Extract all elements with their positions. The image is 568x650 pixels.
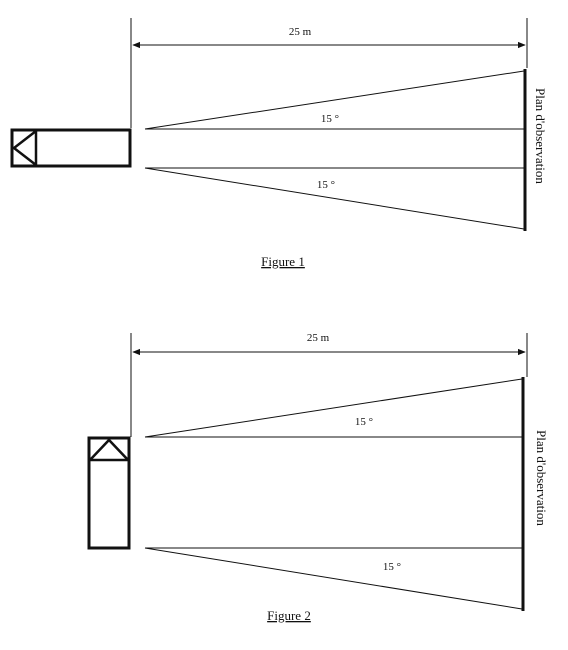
figure-2: 25 m 15 ° 15 ° Plan d'observation Figure… (87, 332, 549, 623)
figure-1: 25 m 15 ° 15 ° Plan d'observation Figure… (10, 18, 548, 269)
fig2-caption: Figure 2 (267, 608, 311, 623)
fig2-lower-sightline (144, 547, 523, 610)
fig2-upper-sightline (144, 378, 523, 438)
fig1-caption: Figure 1 (261, 254, 305, 269)
fig2-plane-label: Plan d'observation (534, 430, 549, 526)
fig1-upper-sightline (144, 70, 525, 130)
fig1-plane-label: Plan d'observation (533, 88, 548, 184)
fig2-angle-upper: 15 ° (355, 416, 373, 428)
fig1-angle-upper: 15 ° (321, 113, 339, 125)
fig2-vehicle-body (87, 436, 131, 550)
fig1-angle-lower: 15 ° (317, 179, 335, 191)
fig2-angle-lower: 15 ° (383, 561, 401, 573)
fig2-distance-label: 25 m (307, 332, 330, 344)
fig1-vehicle-arrow-icon (11, 130, 37, 166)
fig2-vehicle-arrow-icon (89, 438, 129, 461)
fig1-lower-sightline (144, 167, 525, 230)
fig1-distance-label: 25 m (289, 26, 312, 38)
